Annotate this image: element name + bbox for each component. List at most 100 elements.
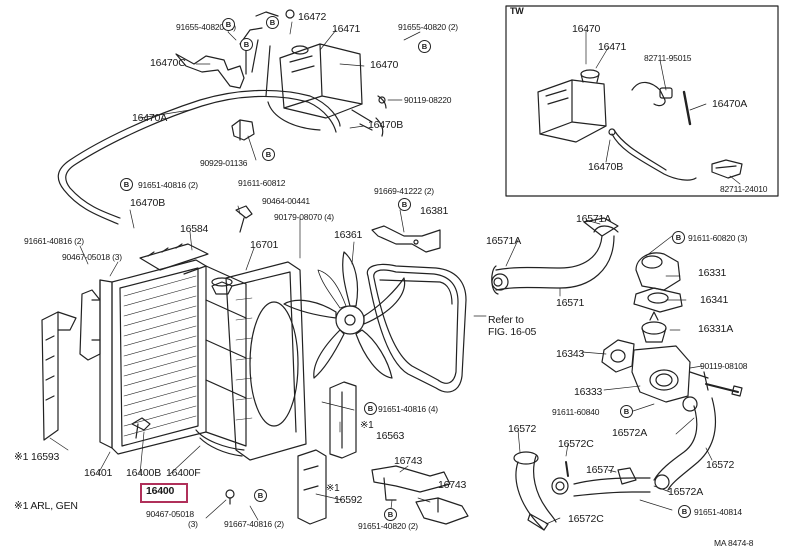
part-16743[interactable]: 16743	[394, 455, 423, 467]
part-16341[interactable]: 16341	[700, 294, 729, 306]
part-16333[interactable]: 16333	[574, 386, 603, 398]
part-91667-40816[interactable]: 91667-40816 (2)	[224, 519, 284, 529]
bolt-90119	[705, 383, 743, 397]
part-16471[interactable]: 16471	[332, 23, 361, 35]
part-16563[interactable]: 16563	[376, 430, 405, 442]
highlight-box	[140, 483, 188, 503]
tw-part-16470a[interactable]: 16470A	[712, 98, 748, 110]
part-16701[interactable]: 16701	[250, 239, 279, 251]
radiator-core	[91, 259, 247, 455]
footnote-marker-fan: ※1	[360, 420, 374, 431]
radiator-cap	[211, 277, 233, 295]
refer-fig-link[interactable]: FIG. 16-05	[488, 326, 537, 338]
badge-icon: B	[240, 38, 253, 51]
footnote-arl-gen: ※1 ARL, GEN	[14, 500, 78, 512]
part-16470d[interactable]: 16470	[370, 59, 399, 71]
badge-icon: B	[262, 148, 275, 161]
part-90179-08070[interactable]: 90179-08070 (4)	[274, 212, 334, 222]
left-bracket	[79, 289, 101, 361]
part-16572a-mid[interactable]: 16572A	[612, 427, 648, 439]
part-16572c-bottom[interactable]: 16572C	[568, 513, 604, 525]
part-16361[interactable]: 16361	[334, 229, 363, 241]
part-16572-left[interactable]: 16572	[508, 423, 537, 435]
part-16331[interactable]: 16331	[698, 267, 727, 279]
part-91655-left[interactable]: 91655-40820 (2)	[176, 22, 236, 32]
side-seal-16593	[41, 311, 77, 441]
footnote-marker-lower: ※1	[326, 483, 340, 494]
part-90467-05018-bottom[interactable]: 90467-05018	[146, 509, 194, 519]
reservoir-tank	[279, 43, 363, 119]
part-16400b[interactable]: 16400B	[126, 467, 162, 479]
part-91651-40814[interactable]: 91651-40814	[694, 507, 742, 517]
water-outlet-16331	[633, 252, 683, 313]
drain-cock	[131, 417, 151, 439]
part-16472[interactable]: 16472	[298, 11, 327, 23]
part-16470b-top[interactable]: 16470B	[368, 119, 404, 131]
tw-clamp	[631, 81, 692, 126]
tw-label: TW	[510, 6, 524, 16]
tw-part-16470[interactable]: 16470	[572, 23, 601, 35]
part-91611-60812[interactable]: 91611-60812	[238, 178, 286, 188]
plate-id: MA 8474-8	[714, 538, 754, 548]
clip-90929	[231, 119, 255, 141]
tw-overflow-hose	[608, 128, 697, 181]
part-91651-40816-fan[interactable]: 91651-40816 (4)	[378, 404, 438, 414]
water-inlet-16333	[631, 345, 709, 403]
part-16592[interactable]: 16592	[334, 494, 363, 506]
part-16401[interactable]: 16401	[84, 467, 113, 479]
part-16577[interactable]: 16577	[586, 464, 615, 476]
part-91651-40820[interactable]: 91651-40820 (2)	[358, 521, 418, 531]
badge-icon: B	[398, 198, 411, 211]
part-16571a-left[interactable]: 16571A	[486, 235, 522, 247]
part-16400-highlighted[interactable]: 16400	[146, 485, 175, 497]
fan-shroud	[225, 261, 307, 461]
bracket-16743b	[415, 497, 469, 525]
badge-icon: B	[254, 489, 267, 502]
tw-part-16470b[interactable]: 16470B	[588, 161, 624, 173]
part-91611-60820[interactable]: 91611-60820 (3)	[688, 233, 748, 243]
part-90467-05018-top[interactable]: 90467-05018 (3)	[62, 252, 122, 262]
part-90929-01136[interactable]: 90929-01136	[200, 158, 248, 168]
tw-part-82711-24010[interactable]: 82711-24010	[720, 184, 768, 194]
part-91611-60840[interactable]: 91611-60840	[552, 407, 600, 417]
part-16381[interactable]: 16381	[420, 205, 449, 217]
part-16572-right[interactable]: 16572	[706, 459, 735, 471]
reservoir-bracket	[175, 27, 271, 97]
bracket-16381	[371, 225, 441, 253]
part-16584[interactable]: 16584	[180, 223, 209, 235]
part-16331a[interactable]: 16331A	[698, 323, 734, 335]
badge-icon: B	[384, 508, 397, 521]
shroud-upper-bracket	[235, 205, 253, 233]
part-91661-40816[interactable]: 91661-40816 (2)	[24, 236, 84, 246]
part-16343[interactable]: 16343	[556, 348, 585, 360]
badge-icon: B	[364, 402, 377, 415]
part-91669-41222[interactable]: 91669-41222 (2)	[374, 186, 434, 196]
tw-part-16471[interactable]: 16471	[598, 41, 627, 53]
part-16571a-top[interactable]: 16571A	[576, 213, 612, 225]
gasket-16343	[601, 339, 635, 373]
part-91651-40816-top[interactable]: 91651-40816 (2)	[138, 180, 198, 190]
drive-belt	[366, 263, 467, 393]
leader-lines	[49, 21, 713, 525]
part-16470c[interactable]: 16470C	[150, 57, 186, 69]
part-91655-right[interactable]: 91655-40820 (2)	[398, 22, 458, 32]
part-90467-qty: (3)	[188, 519, 198, 529]
part-16470b-left[interactable]: 16470B	[130, 197, 166, 209]
part-16571[interactable]: 16571	[556, 297, 585, 309]
badge-icon: B	[672, 231, 685, 244]
reservoir-cap	[255, 9, 295, 19]
part-16593[interactable]: ※1 16593	[14, 451, 60, 463]
part-16743b[interactable]: 16743	[438, 479, 467, 491]
part-16572c-top[interactable]: 16572C	[558, 438, 594, 450]
tw-reservoir-tank	[537, 69, 607, 143]
part-16400f[interactable]: 16400F	[166, 467, 201, 479]
part-90119-08220[interactable]: 90119-08220	[404, 95, 452, 105]
water-pipe-16577	[551, 461, 651, 497]
part-90464-00441[interactable]: 90464-00441	[262, 196, 310, 206]
part-90119-08108[interactable]: 90119-08108	[700, 361, 748, 371]
badge-icon: B	[620, 405, 633, 418]
part-16470a[interactable]: 16470A	[132, 112, 168, 124]
tw-part-82711-95015[interactable]: 82711-95015	[644, 53, 692, 63]
thermostat-16331a	[641, 311, 667, 343]
part-16572a-bottom[interactable]: 16572A	[668, 486, 704, 498]
